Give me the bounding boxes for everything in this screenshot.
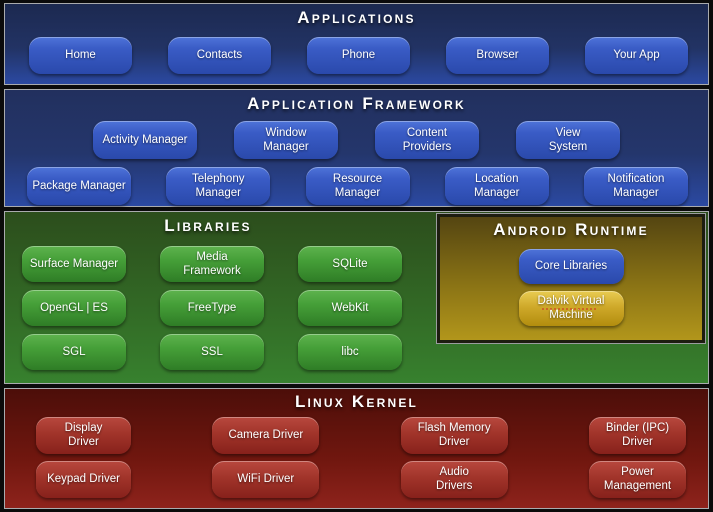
kernel-row-1: Display Driver Camera Driver Flash Memory … [5, 416, 708, 454]
runtime-title: Android Runtime [493, 220, 649, 239]
application-box: Your App [585, 36, 688, 74]
application-box: Browser [446, 36, 549, 74]
kernel-box: Camera Driver [212, 416, 320, 454]
kernel-box: WiFi Driver [212, 460, 320, 498]
kernel-box: Binder (IPC) Driver [588, 416, 686, 454]
library-box: libc [298, 333, 402, 370]
framework-box: Notification Manager [584, 166, 688, 205]
application-box: Contacts [168, 36, 271, 74]
library-box: FreeType [160, 289, 264, 326]
runtime-box: Core Libraries [518, 248, 624, 284]
library-box: Media Framework [160, 245, 264, 282]
framework-box: Package Manager [27, 166, 131, 205]
application-box: Home [29, 36, 132, 74]
layer-applications: Applications Home Contacts Phone Browser You… [4, 3, 709, 85]
layer-application-framework: Application Framework Activity Manager Wi… [4, 89, 709, 207]
framework-box: Telephony Manager [166, 166, 271, 205]
kernel-box: Keypad Driver [36, 460, 131, 498]
framework-box: Window Manager [234, 120, 338, 159]
libraries-row-1: Surface Manager Media Framework SQLite [5, 245, 411, 282]
framework-box: View System [516, 120, 620, 159]
framework-box: Location Manager [444, 166, 549, 205]
kernel-box: Power Management [588, 460, 686, 498]
libraries-row-2: OpenGL | ES FreeType WebKit [5, 289, 411, 326]
kernel-box: Flash Memory Driver [400, 416, 508, 454]
layer-libraries: Libraries Surface Manager Media Framework… [4, 211, 709, 384]
library-box: Surface Manager [22, 245, 126, 282]
libraries-title: Libraries [164, 216, 252, 235]
library-box: OpenGL | ES [22, 289, 126, 326]
framework-row-1: Activity Manager Window Manager Content Pr… [5, 120, 708, 159]
application-box: Phone [307, 36, 410, 74]
runtime-box: Dalvik Virtual Machine [518, 290, 624, 326]
library-box: SQLite [298, 245, 402, 282]
kernel-title: Linux Kernel [294, 392, 419, 411]
kernel-box: Display Driver [36, 416, 131, 454]
framework-row-2: Package Manager Telephony Manager Resource… [5, 166, 708, 205]
kernel-row-2: Keypad Driver WiFi Driver Audio Drivers Pow… [5, 460, 708, 498]
framework-title: Application Framework [247, 94, 466, 113]
framework-box: Activity Manager [93, 120, 197, 159]
library-box: WebKit [298, 289, 402, 326]
libraries-section: Libraries Surface Manager Media Framework… [5, 212, 411, 370]
framework-box: Resource Manager [305, 166, 410, 205]
kernel-box: Audio Drivers [400, 460, 508, 498]
framework-box: Content Providers [375, 120, 479, 159]
library-box: SSL [160, 333, 264, 370]
libraries-row-3: SGL SSL libc [5, 333, 411, 370]
applications-title: Applications [297, 8, 416, 27]
applications-row: Home Contacts Phone Browser Your App [5, 36, 708, 74]
library-box: SGL [22, 333, 126, 370]
layer-linux-kernel: Linux Kernel Display Driver Camera Driver… [4, 388, 709, 509]
